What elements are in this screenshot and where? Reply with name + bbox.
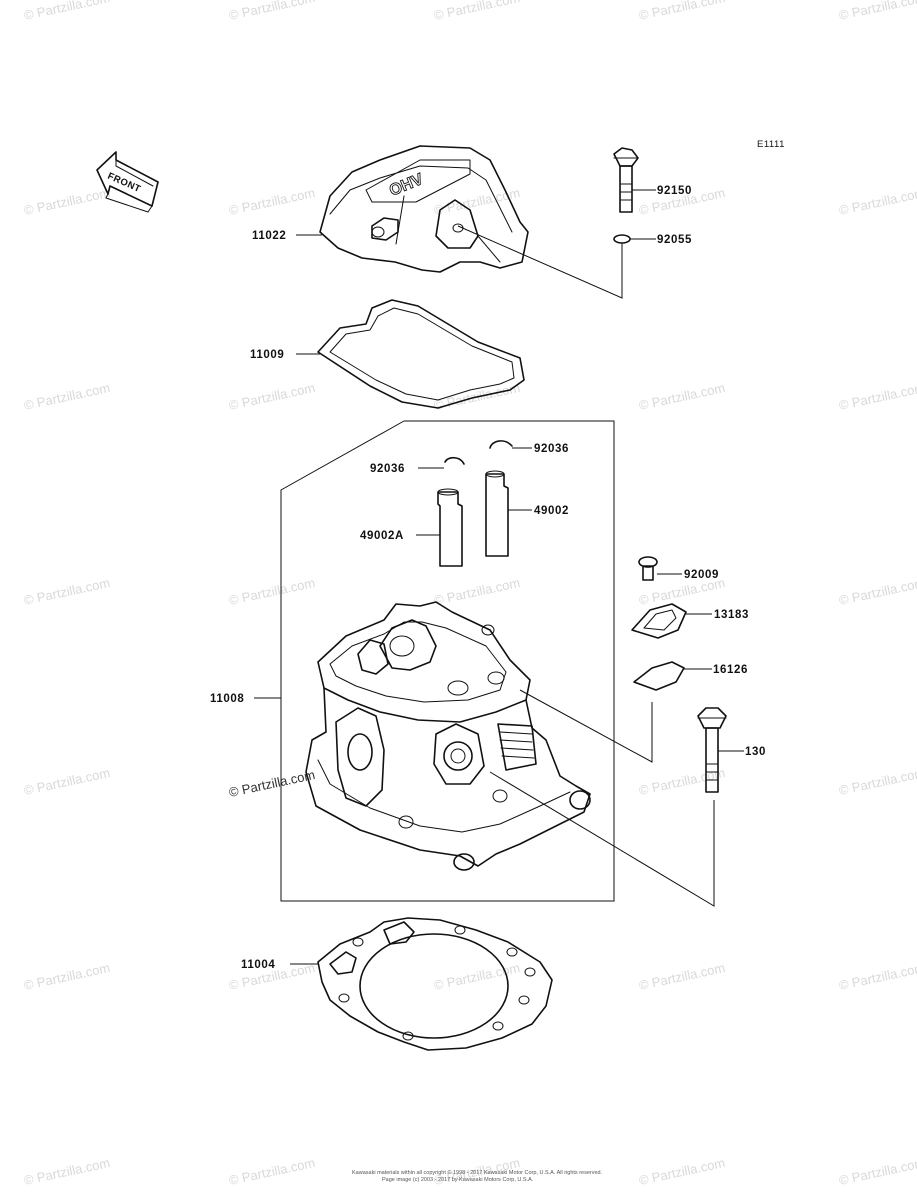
part-label-92009[interactable]: 92009 bbox=[684, 569, 719, 581]
watermark: © Partzilla.com bbox=[638, 380, 727, 413]
front-arrow-icon: FRONT bbox=[96, 151, 159, 213]
part-label-130[interactable]: 130 bbox=[745, 746, 766, 758]
cylinder-head-group-frame bbox=[280, 420, 615, 902]
footer-copyright: Kawasaki materials within all copyright … bbox=[352, 1169, 603, 1176]
watermark: © Partzilla.com bbox=[433, 0, 522, 23]
bolt-130[interactable] bbox=[697, 707, 727, 793]
watermark: © Partzilla.com bbox=[23, 0, 112, 23]
part-label-92036-left[interactable]: 92036 bbox=[370, 463, 405, 475]
footer-page-credit: Page image (c) 2003 - 2017 by Kawasaki M… bbox=[382, 1177, 534, 1183]
cover-gasket-11009[interactable] bbox=[317, 299, 525, 409]
part-label-11022[interactable]: 11022 bbox=[252, 230, 286, 242]
watermark: © Partzilla.com bbox=[228, 575, 317, 608]
watermark: © Partzilla.com bbox=[838, 1155, 917, 1188]
watermark: © Partzilla.com bbox=[23, 380, 112, 413]
watermark: © Partzilla.com bbox=[638, 960, 727, 993]
watermark: © Partzilla.com bbox=[838, 960, 917, 993]
part-label-49002a[interactable]: 49002A bbox=[360, 530, 404, 542]
watermark: © Partzilla.com bbox=[838, 0, 917, 23]
watermark: © Partzilla.com bbox=[638, 765, 727, 798]
circlip-92036-left[interactable] bbox=[444, 456, 465, 465]
watermark: © Partzilla.com bbox=[838, 575, 917, 608]
circlip-92036-right[interactable] bbox=[489, 440, 513, 449]
watermark: © Partzilla.com bbox=[23, 1155, 112, 1188]
bolt-92150[interactable] bbox=[613, 147, 639, 213]
watermark: © Partzilla.com bbox=[228, 767, 317, 800]
watermark: © Partzilla.com bbox=[638, 0, 727, 23]
part-label-92036-right[interactable]: 92036 bbox=[534, 443, 569, 455]
watermark: © Partzilla.com bbox=[23, 185, 112, 218]
part-label-13183[interactable]: 13183 bbox=[714, 609, 749, 621]
watermark: © Partzilla.com bbox=[23, 960, 112, 993]
head-gasket-11004[interactable] bbox=[317, 917, 553, 1051]
watermark: © Partzilla.com bbox=[838, 765, 917, 798]
cylinder-head-11008[interactable] bbox=[305, 601, 591, 871]
watermark: © Partzilla.com bbox=[23, 575, 112, 608]
valve-guide-49002[interactable] bbox=[485, 470, 509, 557]
part-label-49002[interactable]: 49002 bbox=[534, 505, 569, 517]
screw-92009[interactable] bbox=[638, 556, 658, 581]
part-label-11009[interactable]: 11009 bbox=[250, 349, 284, 361]
watermark: © Partzilla.com bbox=[228, 380, 317, 413]
plate-13183[interactable] bbox=[631, 603, 687, 639]
watermark: © Partzilla.com bbox=[228, 185, 317, 218]
part-label-11008[interactable]: 11008 bbox=[210, 693, 244, 705]
front-label: FRONT bbox=[106, 171, 143, 195]
watermark: © Partzilla.com bbox=[433, 575, 522, 608]
watermark: © Partzilla.com bbox=[228, 0, 317, 23]
o-ring-92055[interactable] bbox=[613, 234, 631, 244]
watermark: © Partzilla.com bbox=[433, 185, 522, 218]
gasket-16126[interactable] bbox=[633, 661, 685, 691]
watermark: © Partzilla.com bbox=[838, 185, 917, 218]
part-label-16126[interactable]: 16126 bbox=[713, 664, 748, 676]
part-label-11004[interactable]: 11004 bbox=[241, 959, 275, 971]
diagram-code: E1111 bbox=[757, 139, 785, 150]
watermark-layer: © Partzilla.com © Partzilla.com © Partzi… bbox=[23, 0, 917, 1188]
watermark: © Partzilla.com bbox=[23, 765, 112, 798]
watermark: © Partzilla.com bbox=[228, 1155, 317, 1188]
watermark: © Partzilla.com bbox=[838, 380, 917, 413]
part-label-92055[interactable]: 92055 bbox=[657, 234, 692, 246]
cylinder-head-cover[interactable]: OHV bbox=[319, 145, 529, 273]
watermark: © Partzilla.com bbox=[638, 1155, 727, 1188]
valve-guide-49002a[interactable] bbox=[437, 488, 463, 567]
part-label-92150[interactable]: 92150 bbox=[657, 185, 692, 197]
